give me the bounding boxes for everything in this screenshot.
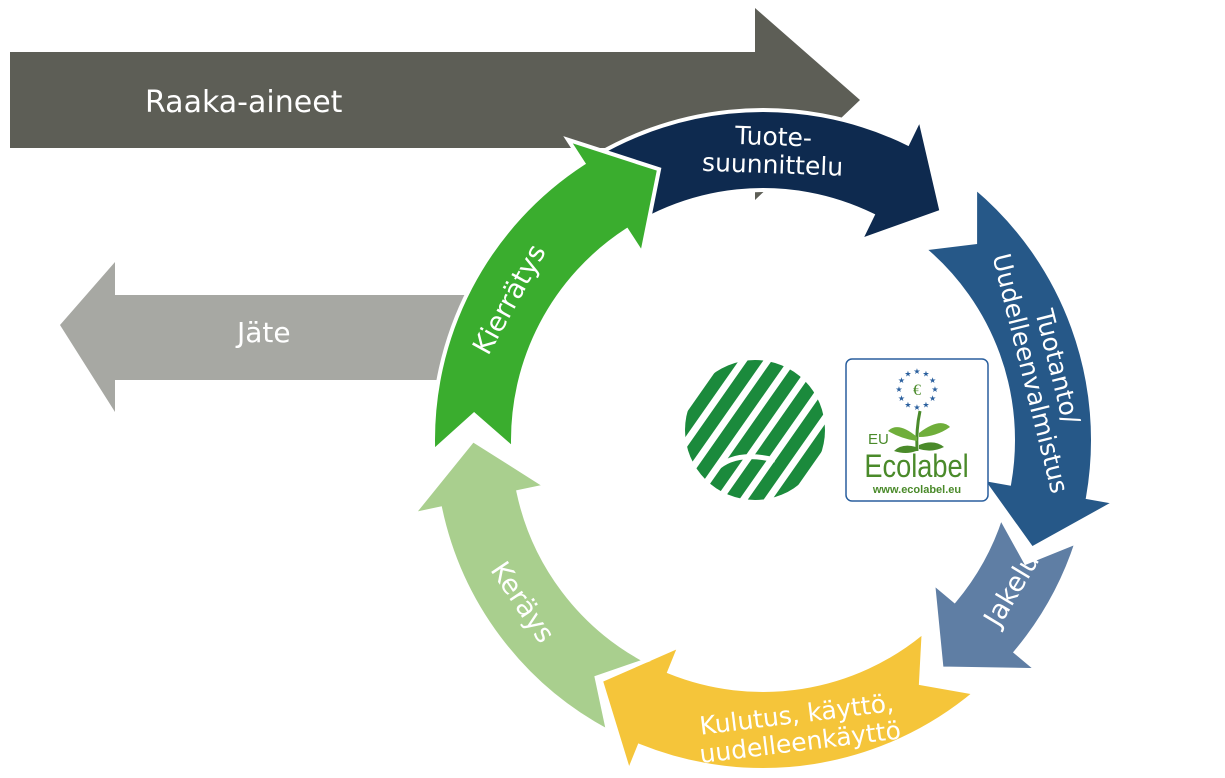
eu-ecolabel-logo: ★★★★★★★★★★★★€ EU Ecolabel www.ecolabel.e… (845, 358, 989, 502)
eu-star-icon: ★ (898, 394, 905, 403)
swan-stripe (703, 360, 825, 500)
stage-arrow-recycling (431, 136, 662, 456)
eu-star-icon: ★ (898, 376, 905, 385)
stage-label-line: suunnittelu (702, 148, 844, 182)
stage-label-line: Tuote- (734, 121, 813, 153)
stage-arrow-collection (407, 437, 651, 736)
raw-materials-arrow: Raaka-aineet (10, 8, 860, 200)
euro-flower-icon: € (913, 382, 921, 399)
eu-star-icon: ★ (904, 369, 911, 378)
raw-materials-label: Raaka-aineet (145, 85, 343, 120)
eu-star-icon: ★ (922, 401, 929, 410)
eu-star-icon: ★ (904, 401, 911, 410)
eu-star-icon: ★ (931, 385, 938, 394)
waste-label: Jäte (235, 316, 291, 349)
eu-star-icon: ★ (929, 376, 936, 385)
swan-stripe (686, 360, 824, 500)
stage-arrow-distribution (930, 512, 1081, 673)
stage-arrow-production (918, 182, 1122, 552)
stage-label-design: Tuote-suunnittelu (702, 120, 845, 182)
eu-stars-icon: ★★★★★★★★★★★★€ (895, 367, 938, 412)
cycle-ring: Tuote-suunnitteluTuotanto/Uudelleenvalmi… (407, 108, 1122, 778)
stage-arrow-design (555, 108, 944, 248)
eu-star-icon: ★ (895, 385, 902, 394)
swan-stripe (736, 370, 825, 500)
ecolabel-url-text: www.ecolabel.eu (872, 484, 961, 496)
eu-star-icon: ★ (929, 394, 936, 403)
eu-text: EU (868, 431, 889, 448)
eu-star-icon: ★ (913, 403, 920, 412)
stage-arrow-use (598, 627, 980, 778)
eu-ecolabel-flower-icon (888, 410, 950, 453)
waste-arrow: Jäte (60, 262, 465, 412)
swan-stripe (685, 360, 775, 490)
eu-star-icon: ★ (922, 369, 929, 378)
swan-stripe (685, 360, 808, 500)
eu-star-icon: ★ (913, 367, 920, 376)
ecolabel-brand-text: Ecolabel (864, 449, 968, 485)
